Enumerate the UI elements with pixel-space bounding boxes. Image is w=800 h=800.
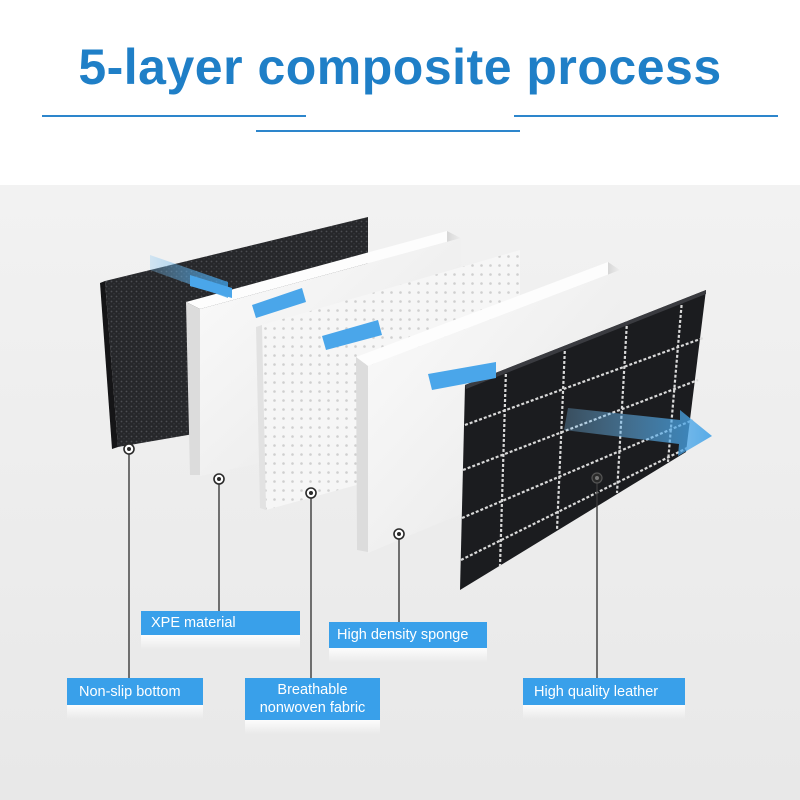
label-breathable-shadow: [245, 720, 380, 734]
label-breathable-nonwoven: Breathable nonwoven fabric: [245, 678, 380, 720]
title-rule-right: [514, 115, 778, 117]
label-high-density-sponge: High density sponge: [329, 622, 487, 648]
label-xpe-shadow: [141, 635, 300, 649]
label-nonslip-shadow: [67, 705, 203, 719]
page-title: 5-layer composite process: [78, 39, 722, 95]
label-xpe-material: XPE material: [141, 611, 300, 635]
label-high-quality-leather: High quality leather: [523, 678, 685, 705]
callout-leaders: [128, 449, 598, 680]
callout-markers: [123, 443, 603, 540]
title-rule-left: [42, 115, 306, 117]
label-non-slip-bottom: Non-slip bottom: [67, 678, 203, 705]
label-leather-shadow: [523, 705, 685, 719]
label-sponge-shadow: [329, 648, 487, 662]
title-rule-center: [256, 130, 520, 132]
flow-arrows: [150, 255, 712, 456]
